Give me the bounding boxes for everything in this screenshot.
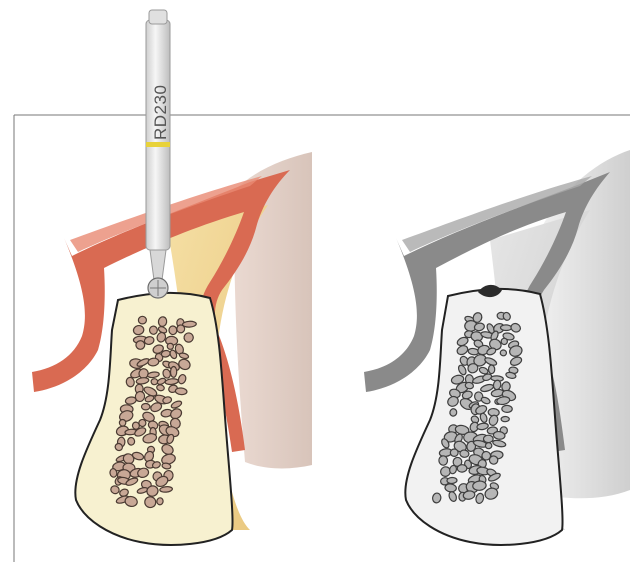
pore — [500, 350, 507, 357]
pore — [119, 420, 125, 427]
pore — [157, 498, 164, 506]
pore — [127, 437, 135, 445]
pore — [136, 340, 145, 349]
pore — [167, 343, 174, 350]
pore — [502, 405, 513, 412]
drill-tool: RD230 — [146, 10, 170, 298]
pore — [141, 403, 150, 410]
pore — [170, 366, 176, 377]
drill-band — [146, 142, 170, 147]
pore — [438, 455, 448, 465]
pore — [447, 477, 457, 484]
pore — [501, 338, 508, 345]
pore — [160, 486, 173, 492]
pore — [501, 416, 509, 421]
pore — [457, 464, 467, 472]
drill-label: RD230 — [151, 85, 170, 140]
pore — [169, 326, 178, 335]
pore — [450, 449, 458, 457]
pore — [138, 316, 146, 324]
drill-neck — [150, 250, 166, 280]
drill-top-cap — [149, 10, 167, 24]
pore — [500, 325, 511, 331]
panel-grayscale — [364, 150, 630, 545]
panel-colored — [32, 152, 312, 545]
pore — [483, 435, 493, 443]
pore — [175, 388, 187, 396]
pore — [485, 442, 493, 449]
pore — [472, 481, 486, 491]
pore — [488, 365, 495, 374]
